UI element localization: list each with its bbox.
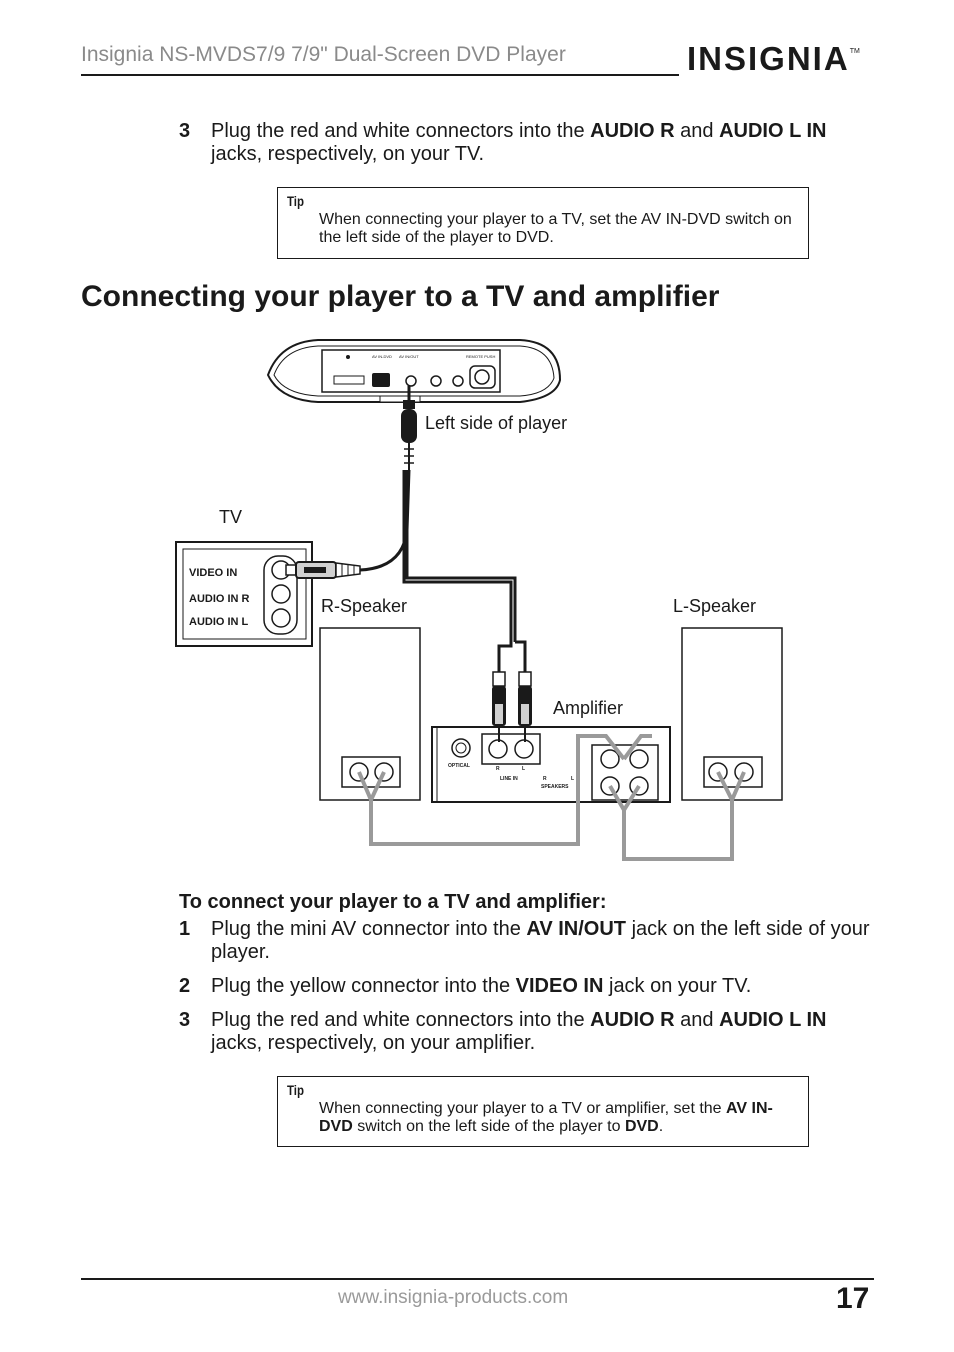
line-in-r-label: R bbox=[496, 766, 500, 772]
step-1: 1 Plug the mini AV connector into the AV… bbox=[179, 918, 879, 966]
step-text: Plug the yellow connector into the VIDEO… bbox=[211, 975, 752, 997]
step-3-tv: 3 Plug the red and white connectors into… bbox=[179, 120, 879, 168]
procedure-heading: To connect your player to a TV and ampli… bbox=[179, 891, 607, 913]
optical-label: OPTICAL bbox=[448, 763, 470, 769]
tip-label: Tip bbox=[287, 1082, 305, 1098]
tv-audio-in-r-label: AUDIO IN R bbox=[189, 593, 250, 605]
speakers-label: SPEAKERS bbox=[541, 784, 569, 790]
tip-label: Tip bbox=[287, 193, 305, 209]
section-title: Connecting your player to a TV and ampli… bbox=[81, 280, 720, 313]
l-speaker bbox=[681, 627, 783, 801]
tip-box: Tip When connecting your player to a TV,… bbox=[277, 187, 809, 259]
player-av-inout-label: AV IN/OUT bbox=[399, 354, 419, 359]
step-text: Plug the mini AV connector into the AV I… bbox=[211, 918, 870, 963]
header-rule bbox=[81, 74, 679, 76]
speakers-r-label: R bbox=[543, 776, 547, 782]
tv-label: TV bbox=[219, 507, 242, 527]
step-3: 3 Plug the red and white connectors into… bbox=[179, 1009, 879, 1057]
tip-box-2: Tip When connecting your player to a TV … bbox=[277, 1076, 809, 1147]
left-side-of-player-label: Left side of player bbox=[425, 413, 567, 433]
speaker-wires bbox=[357, 734, 746, 861]
step-number: 1 bbox=[179, 918, 191, 940]
video-plug bbox=[285, 561, 361, 579]
player-remote-label: REMOTE PUSH bbox=[466, 354, 495, 359]
footer-url: www.insignia-products.com bbox=[338, 1287, 569, 1308]
tip-text: When connecting your player to a TV, set… bbox=[319, 211, 792, 246]
connection-diagram: AV IN-DVD AV IN/OUT REMOTE PUSH Left sid… bbox=[175, 339, 783, 861]
insignia-logo: INSIGNIATM bbox=[687, 40, 860, 77]
step-text: Plug the red and white connectors into t… bbox=[211, 1009, 827, 1054]
step-2: 2 Plug the yellow connector into the VID… bbox=[179, 975, 879, 999]
line-in-label: LINE IN bbox=[500, 776, 518, 782]
tv-audio-in-l-label: AUDIO IN L bbox=[189, 616, 249, 628]
player-av-in-dvd-label: AV IN-DVD bbox=[372, 354, 392, 359]
mini-av-connector bbox=[401, 386, 417, 470]
page-number: 17 bbox=[836, 1282, 870, 1315]
tv-panel: VIDEO IN AUDIO IN R AUDIO IN L bbox=[175, 541, 313, 647]
dvd-player-illustration: AV IN-DVD AV IN/OUT REMOTE PUSH bbox=[266, 339, 562, 403]
document-header-title: Insignia NS-MVDS7/9 7/9" Dual-Screen DVD… bbox=[81, 43, 566, 66]
step-number: 3 bbox=[179, 1009, 191, 1031]
step-number: 3 bbox=[179, 120, 191, 142]
r-speaker bbox=[319, 627, 421, 801]
amplifier: OPTICAL R L LINE IN R L SPEAKERS bbox=[431, 726, 671, 803]
l-speaker-label: L-Speaker bbox=[673, 596, 756, 616]
rca-plugs bbox=[492, 671, 532, 742]
line-in-l-label: L bbox=[522, 766, 525, 772]
step-text: Plug the red and white connectors into t… bbox=[211, 120, 827, 165]
r-speaker-label: R-Speaker bbox=[321, 596, 407, 616]
tv-video-in-label: VIDEO IN bbox=[189, 567, 237, 579]
footer-rule bbox=[81, 1278, 874, 1280]
speakers-l-label: L bbox=[571, 776, 574, 782]
step-number: 2 bbox=[179, 975, 191, 997]
amplifier-label: Amplifier bbox=[553, 698, 623, 718]
tip-text: When connecting your player to a TV or a… bbox=[319, 1100, 773, 1135]
